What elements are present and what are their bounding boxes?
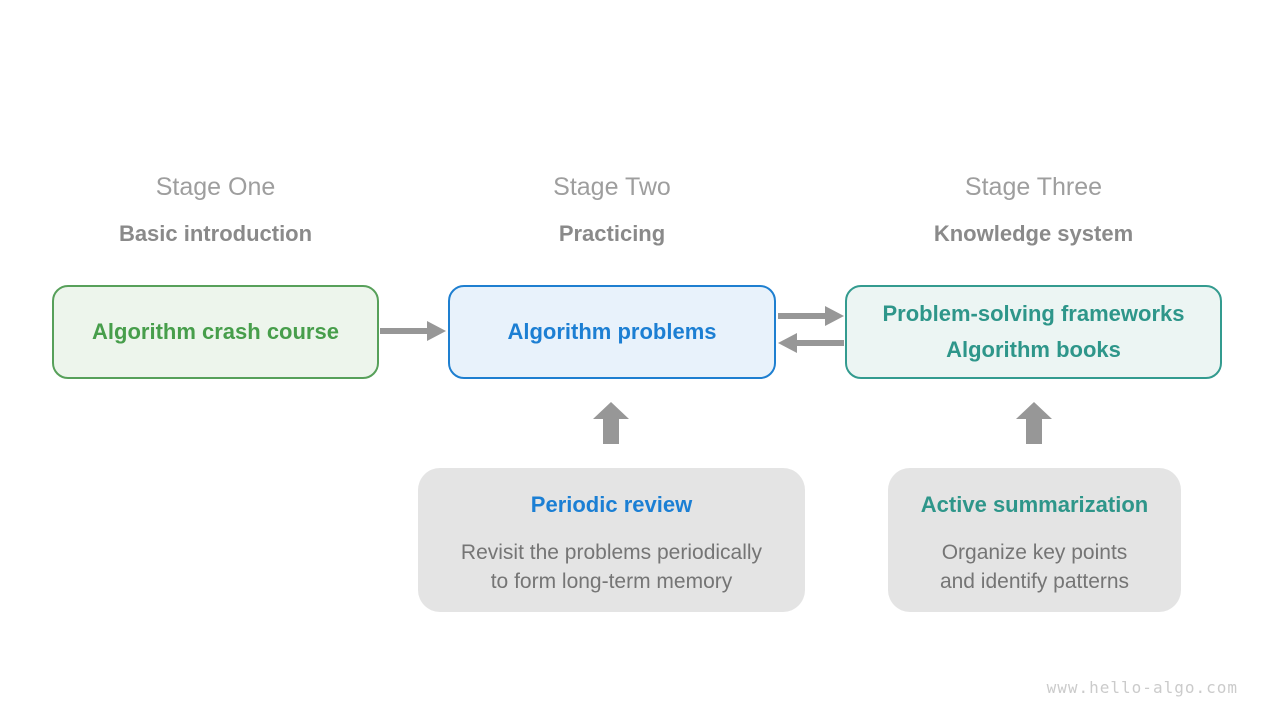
arrow-right-icon xyxy=(380,318,446,344)
stage-one-subtitle: Basic introduction xyxy=(118,221,313,246)
algorithm-crash-course-label: Algorithm crash course xyxy=(92,319,339,344)
periodic-review-note: Periodic review Revisit the problems per… xyxy=(418,468,805,612)
stage-two-title: Stage Two xyxy=(553,173,671,201)
periodic-review-body-line-1: Revisit the problems periodically xyxy=(460,541,763,564)
active-summarization-body-line-1: Organize key points xyxy=(941,541,1128,564)
knowledge-system-box: Problem-solving frameworks Algorithm boo… xyxy=(845,285,1222,379)
periodic-review-body-line-2: to form long-term memory xyxy=(490,570,733,593)
active-summarization-note: Active summarization Organize key points… xyxy=(888,468,1181,612)
active-summarization-body-line-2: and identify patterns xyxy=(939,570,1130,593)
active-summarization-title: Active summarization xyxy=(920,492,1149,517)
stage-three-title: Stage Three xyxy=(964,173,1103,201)
algorithm-crash-course-box: Algorithm crash course xyxy=(52,285,379,379)
arrow-right-icon xyxy=(778,303,844,329)
arrow-left-icon xyxy=(778,330,844,356)
stage-one-title: Stage One xyxy=(155,173,276,201)
problem-solving-frameworks-label: Problem-solving frameworks xyxy=(882,301,1185,326)
watermark: www.hello-algo.com xyxy=(1046,678,1238,697)
arrow-up-icon xyxy=(1016,402,1052,444)
algorithm-books-label: Algorithm books xyxy=(946,337,1121,362)
arrow-up-icon xyxy=(593,402,629,444)
algorithm-problems-box: Algorithm problems xyxy=(448,285,776,379)
algorithm-problems-label: Algorithm problems xyxy=(507,319,717,344)
stage-three-subtitle: Knowledge system xyxy=(933,221,1134,246)
stage-two-subtitle: Practicing xyxy=(558,221,666,246)
periodic-review-title: Periodic review xyxy=(530,492,693,517)
